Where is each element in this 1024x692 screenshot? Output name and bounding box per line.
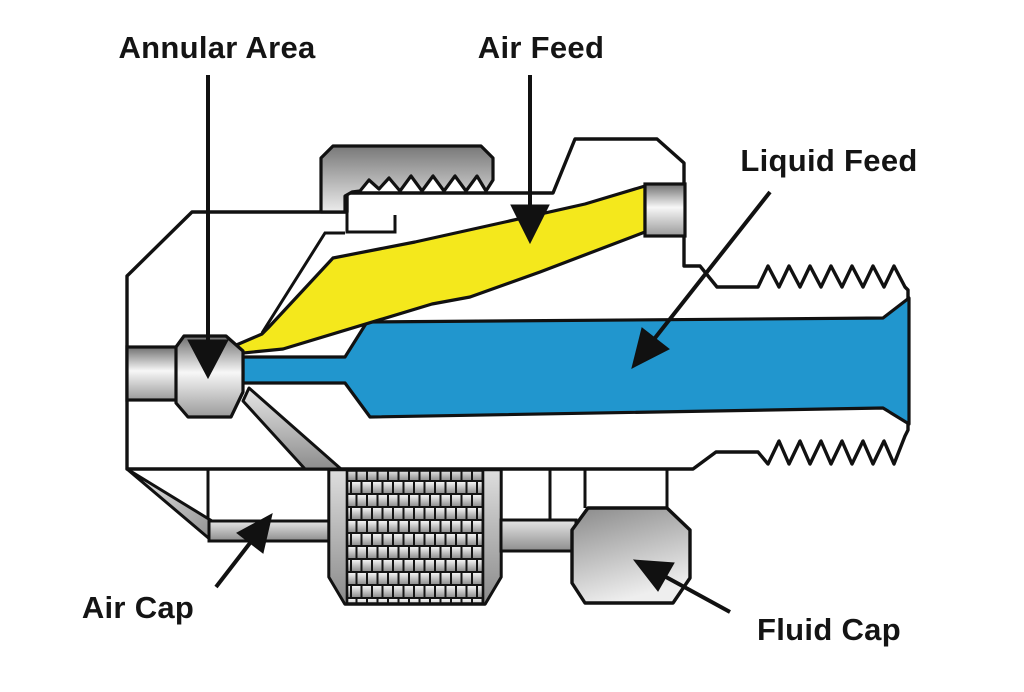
knurled-ring (327, 468, 503, 606)
air-cavity-wall-line (260, 231, 345, 334)
fluid-cap-connector (499, 518, 578, 553)
fluid-nozzle-tip (174, 334, 245, 419)
label-annular-area: Annular Area (118, 30, 316, 65)
air-feed-pointer (510, 75, 550, 245)
top-threaded-plug (319, 144, 495, 214)
annular-area-pointer (187, 75, 229, 380)
air-cap-cone (125, 467, 214, 543)
fluid-cap-post-lines (548, 469, 669, 521)
label-liquid-feed: Liquid Feed (740, 143, 917, 178)
liquid-feed-pointer (631, 190, 772, 369)
body-notch-line (345, 212, 397, 234)
knurled-ring-right-band (481, 468, 503, 606)
fluid-cap-pointer (632, 559, 731, 614)
air-cap-pointer (214, 513, 273, 589)
label-air-feed: Air Feed (478, 30, 604, 65)
air-passage-wall-wedge (241, 386, 343, 471)
air-inlet-fitting (643, 182, 687, 238)
label-air-cap: Air Cap (82, 590, 194, 625)
nozzle-outlet-cylinder (125, 345, 180, 402)
knurled-ring-left-band (327, 468, 349, 606)
fluid-cap-hex (570, 506, 692, 605)
liquid-channel (241, 296, 911, 426)
nozzle-body (125, 137, 910, 471)
label-fluid-cap: Fluid Cap (757, 612, 901, 647)
